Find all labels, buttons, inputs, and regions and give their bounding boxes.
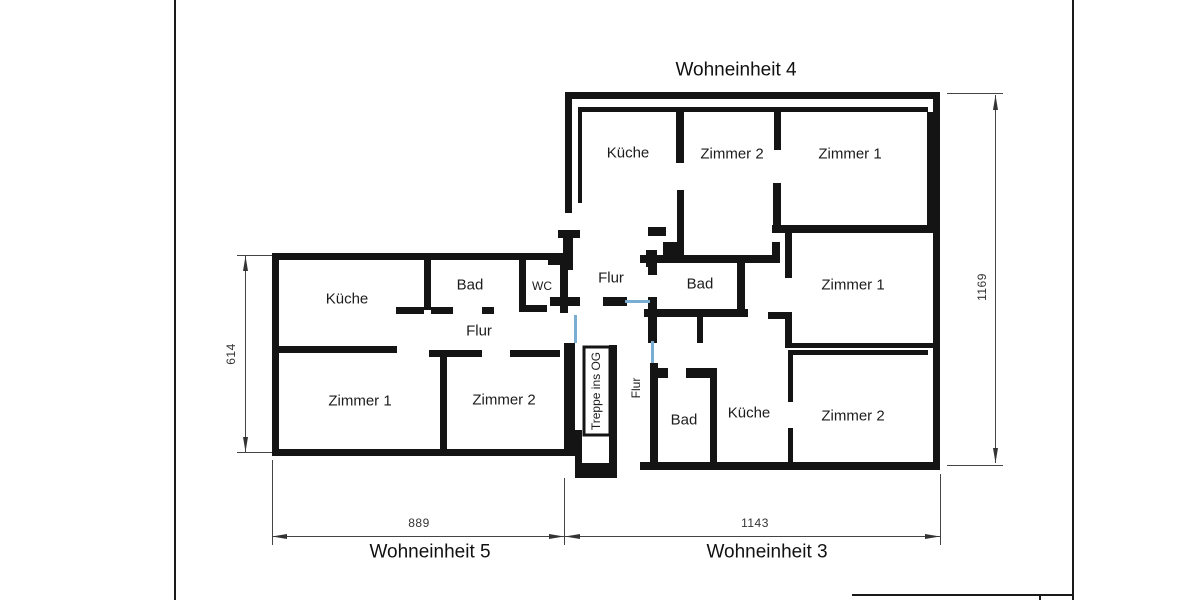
- dimension-arrows: [243, 95, 998, 539]
- room-label-zimmer1-unit5: Zimmer 1: [328, 392, 392, 410]
- arrow-right: [549, 534, 564, 539]
- wall-segment: [272, 253, 575, 456]
- dimension-label-bottom-left: 889: [408, 516, 430, 530]
- room-label-bad-unit5: Bad: [456, 276, 484, 294]
- room-label-zimmer2-unit5: Zimmer 2: [472, 391, 536, 409]
- room-label-kueche-unit3: Küche: [727, 404, 771, 422]
- room-label-zimmer1-unit4: Zimmer 1: [818, 145, 882, 163]
- unit3-title: Wohneinheit 3: [706, 541, 828, 563]
- room-label-flur-unit5: Flur: [466, 322, 492, 340]
- arrow-up: [243, 256, 248, 271]
- door-marker-line: [574, 300, 654, 363]
- staircase-label: Treppe ins OG: [589, 351, 603, 431]
- wall-segment: [548, 225, 933, 478]
- dimension-label-bottom-right: 1143: [741, 516, 769, 530]
- arrow-left: [565, 534, 580, 539]
- walls-unit5: [272, 253, 575, 456]
- room-label-zimmer2-unit4: Zimmer 2: [700, 145, 764, 163]
- room-label-zimmer2-unit3: Zimmer 2: [821, 407, 885, 425]
- unit5-title: Wohneinheit 5: [369, 541, 491, 563]
- arrow-up: [993, 95, 998, 110]
- walls-unit3: [640, 350, 940, 470]
- wall-segment: [640, 350, 940, 470]
- room-label-flur-middle: Flur: [598, 269, 624, 287]
- arrow-down: [243, 437, 248, 452]
- room-label-bad-unit3: Bad: [670, 411, 698, 429]
- walls-middle: [548, 225, 933, 478]
- arrow-right: [925, 534, 940, 539]
- arrow-left: [272, 534, 287, 539]
- room-label-wc-unit5: WC: [532, 279, 552, 293]
- room-label-bad-middle: Bad: [686, 275, 714, 293]
- door-markers: [574, 300, 654, 363]
- staircase-box: [582, 345, 612, 437]
- room-label-flur-unit3: Flur: [629, 377, 643, 399]
- arrow-down: [993, 448, 998, 463]
- dimension-label-right: 1169: [975, 273, 989, 301]
- room-label-kueche-unit5: Küche: [325, 290, 369, 308]
- room-label-kueche-unit4: Küche: [606, 144, 650, 162]
- room-label-zimmer1-middle: Zimmer 1: [821, 276, 885, 294]
- unit4-title: Wohneinheit 4: [675, 59, 797, 81]
- dimension-label-left: 614: [224, 343, 238, 365]
- dimension-lines: [237, 93, 1003, 545]
- dimension-line: [237, 93, 1003, 545]
